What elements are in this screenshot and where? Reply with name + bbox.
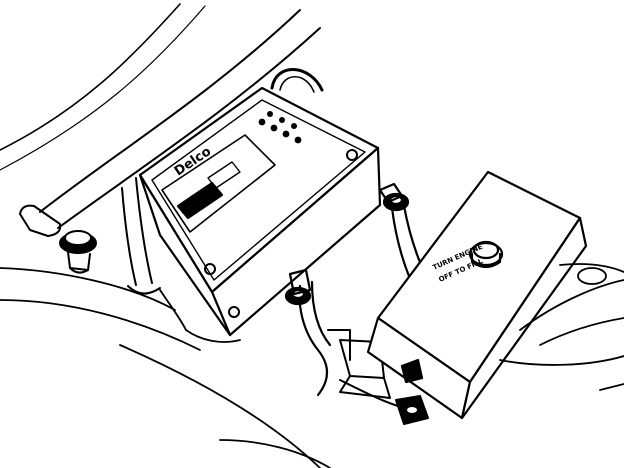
- hold-down-strap: [121, 177, 161, 295]
- battery-tray-bracket: [327, 329, 391, 399]
- wiring-harness: [159, 289, 241, 343]
- battery-side: [138, 173, 232, 337]
- ground-strap: [339, 379, 429, 425]
- hood-edge: [0, 3, 321, 237]
- battery: [138, 68, 382, 337]
- reservoir-side: [460, 216, 588, 420]
- reservoir: [366, 170, 588, 420]
- battery-label-panel: [161, 134, 276, 233]
- negative-cable: [284, 268, 332, 397]
- fender-apron: [0, 263, 624, 468]
- reservoir-cap: [468, 240, 504, 269]
- hold-down-bolt: [59, 230, 97, 274]
- vent-caps: [258, 111, 302, 144]
